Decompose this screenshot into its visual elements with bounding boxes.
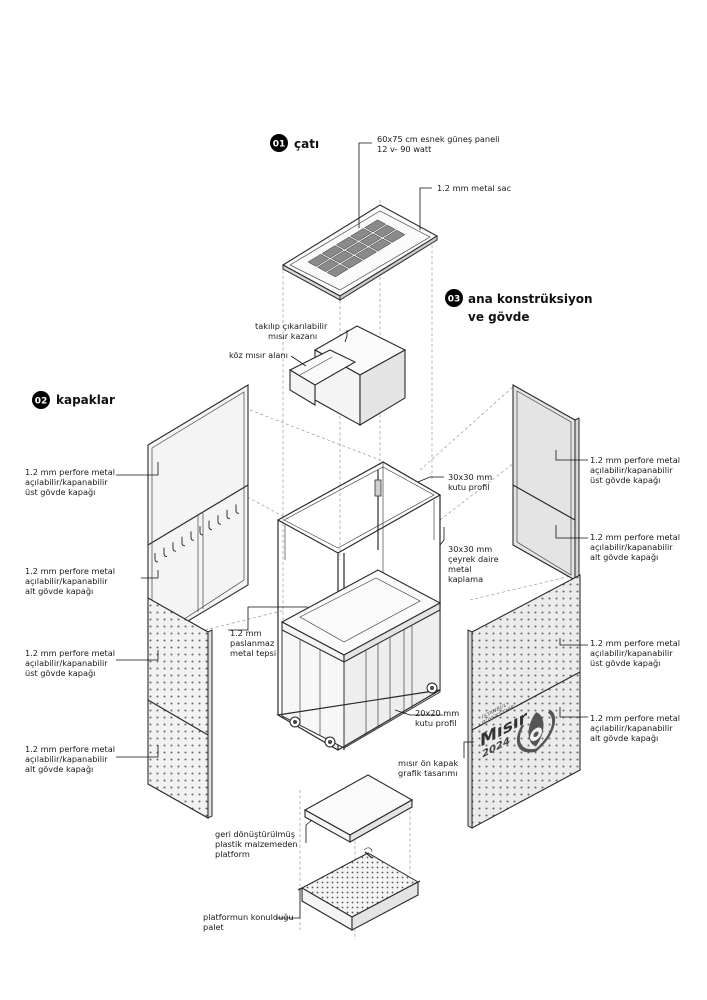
heading-construction-line1: ana konstrüksiyon: [468, 292, 593, 306]
label-stainless-tray: 1.2 mm paslanmaz metal tepsi: [230, 628, 277, 658]
label-right-perf-lower-cover: 1.2 mm perfore metal açılabilir/kapanabi…: [590, 713, 683, 743]
solar-cell: [317, 259, 340, 272]
label-front-graphic: mısır ön kapak grafik tasarımı: [398, 758, 461, 778]
hook-icon: [163, 547, 168, 558]
hook-icon: [181, 536, 186, 547]
solar-cell: [331, 250, 354, 264]
label-right-lower-cover: 1.2 mm perfore metal açılabilir/kapanabi…: [590, 532, 683, 562]
label-left-lower-cover: 1.2 mm perfore metal açılabilir/kapanabi…: [25, 566, 118, 596]
leader-lines: [116, 142, 588, 919]
heading-construction-number: 03: [448, 295, 461, 305]
label-pallet: platformun konulduğu palet: [203, 912, 296, 932]
solar-cell: [326, 264, 349, 278]
label-platform: geri dönüştürülmüş plastik malzemeden pl…: [215, 829, 300, 859]
hook-icon: [217, 515, 222, 525]
hook-icon: [208, 520, 213, 531]
solar-cell: [359, 233, 382, 247]
label-left-top-cover: 1.2 mm perfore metal açılabilir/kapanabi…: [25, 467, 118, 497]
solar-cell: [345, 241, 368, 255]
solar-cell: [321, 245, 344, 259]
label-coal-area: köz mısır alanı: [229, 350, 288, 360]
heading-roof: 01 çatı: [270, 134, 319, 152]
heading-covers-number: 02: [35, 397, 48, 407]
solar-cell: [364, 219, 387, 233]
solar-cell: [340, 255, 363, 269]
label-solar-panel: 60x75 cm esnek güneş paneli 12 v- 90 wat…: [377, 134, 502, 154]
solar-cells: [307, 219, 406, 278]
label-quarter-round: 30x30 mm çeyrek daire metal kaplama: [448, 544, 501, 584]
solar-cell: [335, 236, 358, 250]
solar-cell: [355, 247, 378, 260]
solar-cell: [369, 238, 392, 252]
label-metal-sheet: 1.2 mm metal sac: [437, 183, 511, 193]
left-perforated-covers: [147, 597, 213, 819]
hook-icon: [154, 553, 159, 563]
heading-covers-title: kapaklar: [56, 393, 115, 407]
label-corn-pot: takılıp çıkarılabilir mısır kazanı: [255, 321, 330, 341]
corn-pot: [288, 325, 407, 426]
solar-cell: [350, 228, 373, 241]
hook-icon: [226, 509, 231, 520]
heading-roof-title: çatı: [294, 137, 319, 151]
hook-icon: [172, 542, 177, 552]
solar-cell: [383, 229, 406, 243]
heading-covers: 02 kapaklar: [32, 391, 115, 409]
label-box-profile-20: 20x20 mm kutu profil: [415, 708, 462, 728]
right-perforated-covers: İSTANBUL BÜYÜKŞEHİR Mısır 2024: [467, 574, 581, 829]
front-cover-graphic: İSTANBUL BÜYÜKŞEHİR Mısır 2024: [480, 701, 556, 761]
annotation-labels: 60x75 cm esnek güneş paneli 12 v- 90 wat…: [25, 134, 683, 932]
label-box-profile-30: 30x30 mm kutu profil: [448, 472, 495, 492]
label-right-top-cover: 1.2 mm perfore metal açılabilir/kapanabi…: [590, 455, 683, 485]
hook-icon: [235, 504, 240, 514]
right-frame-covers: [512, 384, 580, 581]
label-left-perf-top-cover: 1.2 mm perfore metal açılabilir/kapanabi…: [25, 648, 118, 678]
heading-roof-number: 01: [273, 140, 286, 150]
roof-solar-panel: [281, 204, 439, 301]
pallet: [297, 847, 421, 931]
heading-construction: 03 ana konstrüksiyon ve gövde: [445, 289, 593, 324]
left-frame-covers: [147, 384, 249, 646]
hook-icon: [190, 531, 195, 541]
hook-icon: [199, 526, 204, 536]
solar-cell: [307, 253, 330, 267]
label-left-perf-lower-cover: 1.2 mm perfore metal açılabilir/kapanabi…: [25, 744, 118, 774]
hook-row: [154, 504, 240, 563]
heading-construction-line2: ve gövde: [468, 310, 530, 324]
main-frame: [276, 461, 442, 751]
tulip-emblem-icon: [516, 709, 556, 753]
recycled-plastic-platform: [303, 774, 414, 843]
label-right-perf-top-cover: 1.2 mm perfore metal açılabilir/kapanabi…: [590, 638, 683, 668]
solar-cell: [373, 224, 396, 238]
